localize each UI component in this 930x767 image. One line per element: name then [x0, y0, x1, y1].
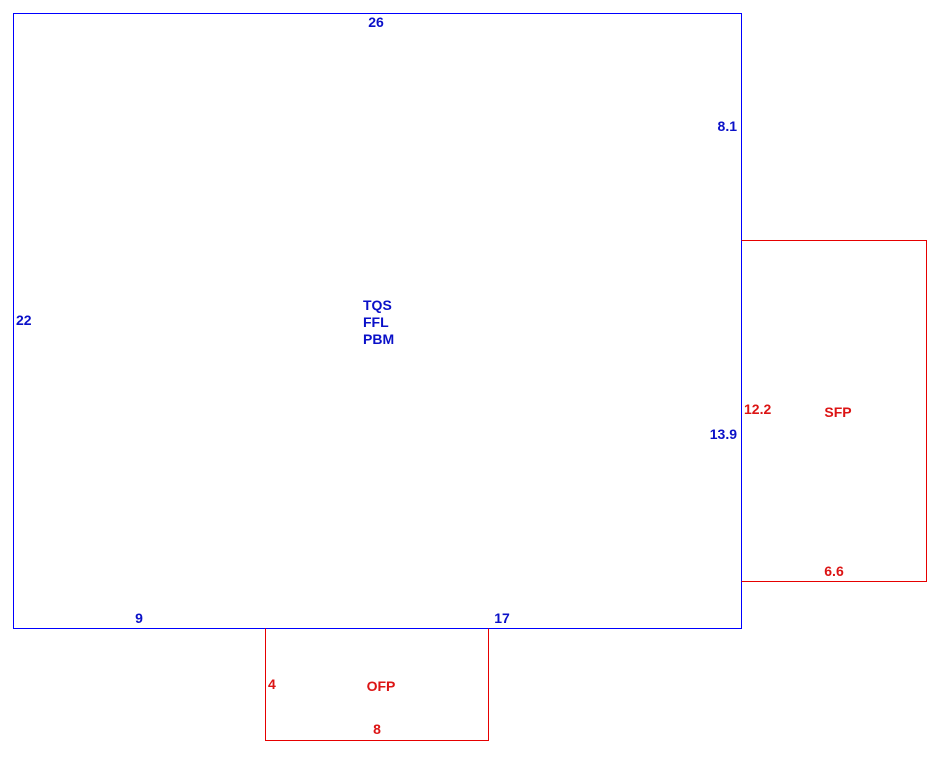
area-code-1: TQS — [363, 297, 392, 313]
screened-porch-side-dimension: 12.2 — [744, 401, 771, 417]
main-structure-outline — [13, 13, 742, 629]
open-porch-outline — [265, 628, 489, 741]
open-porch-side-dimension: 4 — [268, 676, 276, 692]
dimension-bottom-right: 17 — [494, 610, 510, 626]
open-porch-bottom-dimension: 8 — [373, 721, 381, 737]
screened-porch-code: SFP — [824, 404, 851, 420]
dimension-left: 22 — [16, 312, 32, 328]
dimension-top: 26 — [368, 14, 384, 30]
area-code-3: PBM — [363, 331, 394, 347]
area-code-2: FFL — [363, 314, 389, 330]
screened-porch-outline — [741, 240, 927, 582]
dimension-right-lower: 13.9 — [710, 426, 737, 442]
dimension-right-upper: 8.1 — [718, 118, 738, 134]
open-porch-code: OFP — [367, 678, 396, 694]
screened-porch-bottom-dimension: 6.6 — [824, 563, 844, 579]
dimension-bottom-left: 9 — [135, 610, 143, 626]
